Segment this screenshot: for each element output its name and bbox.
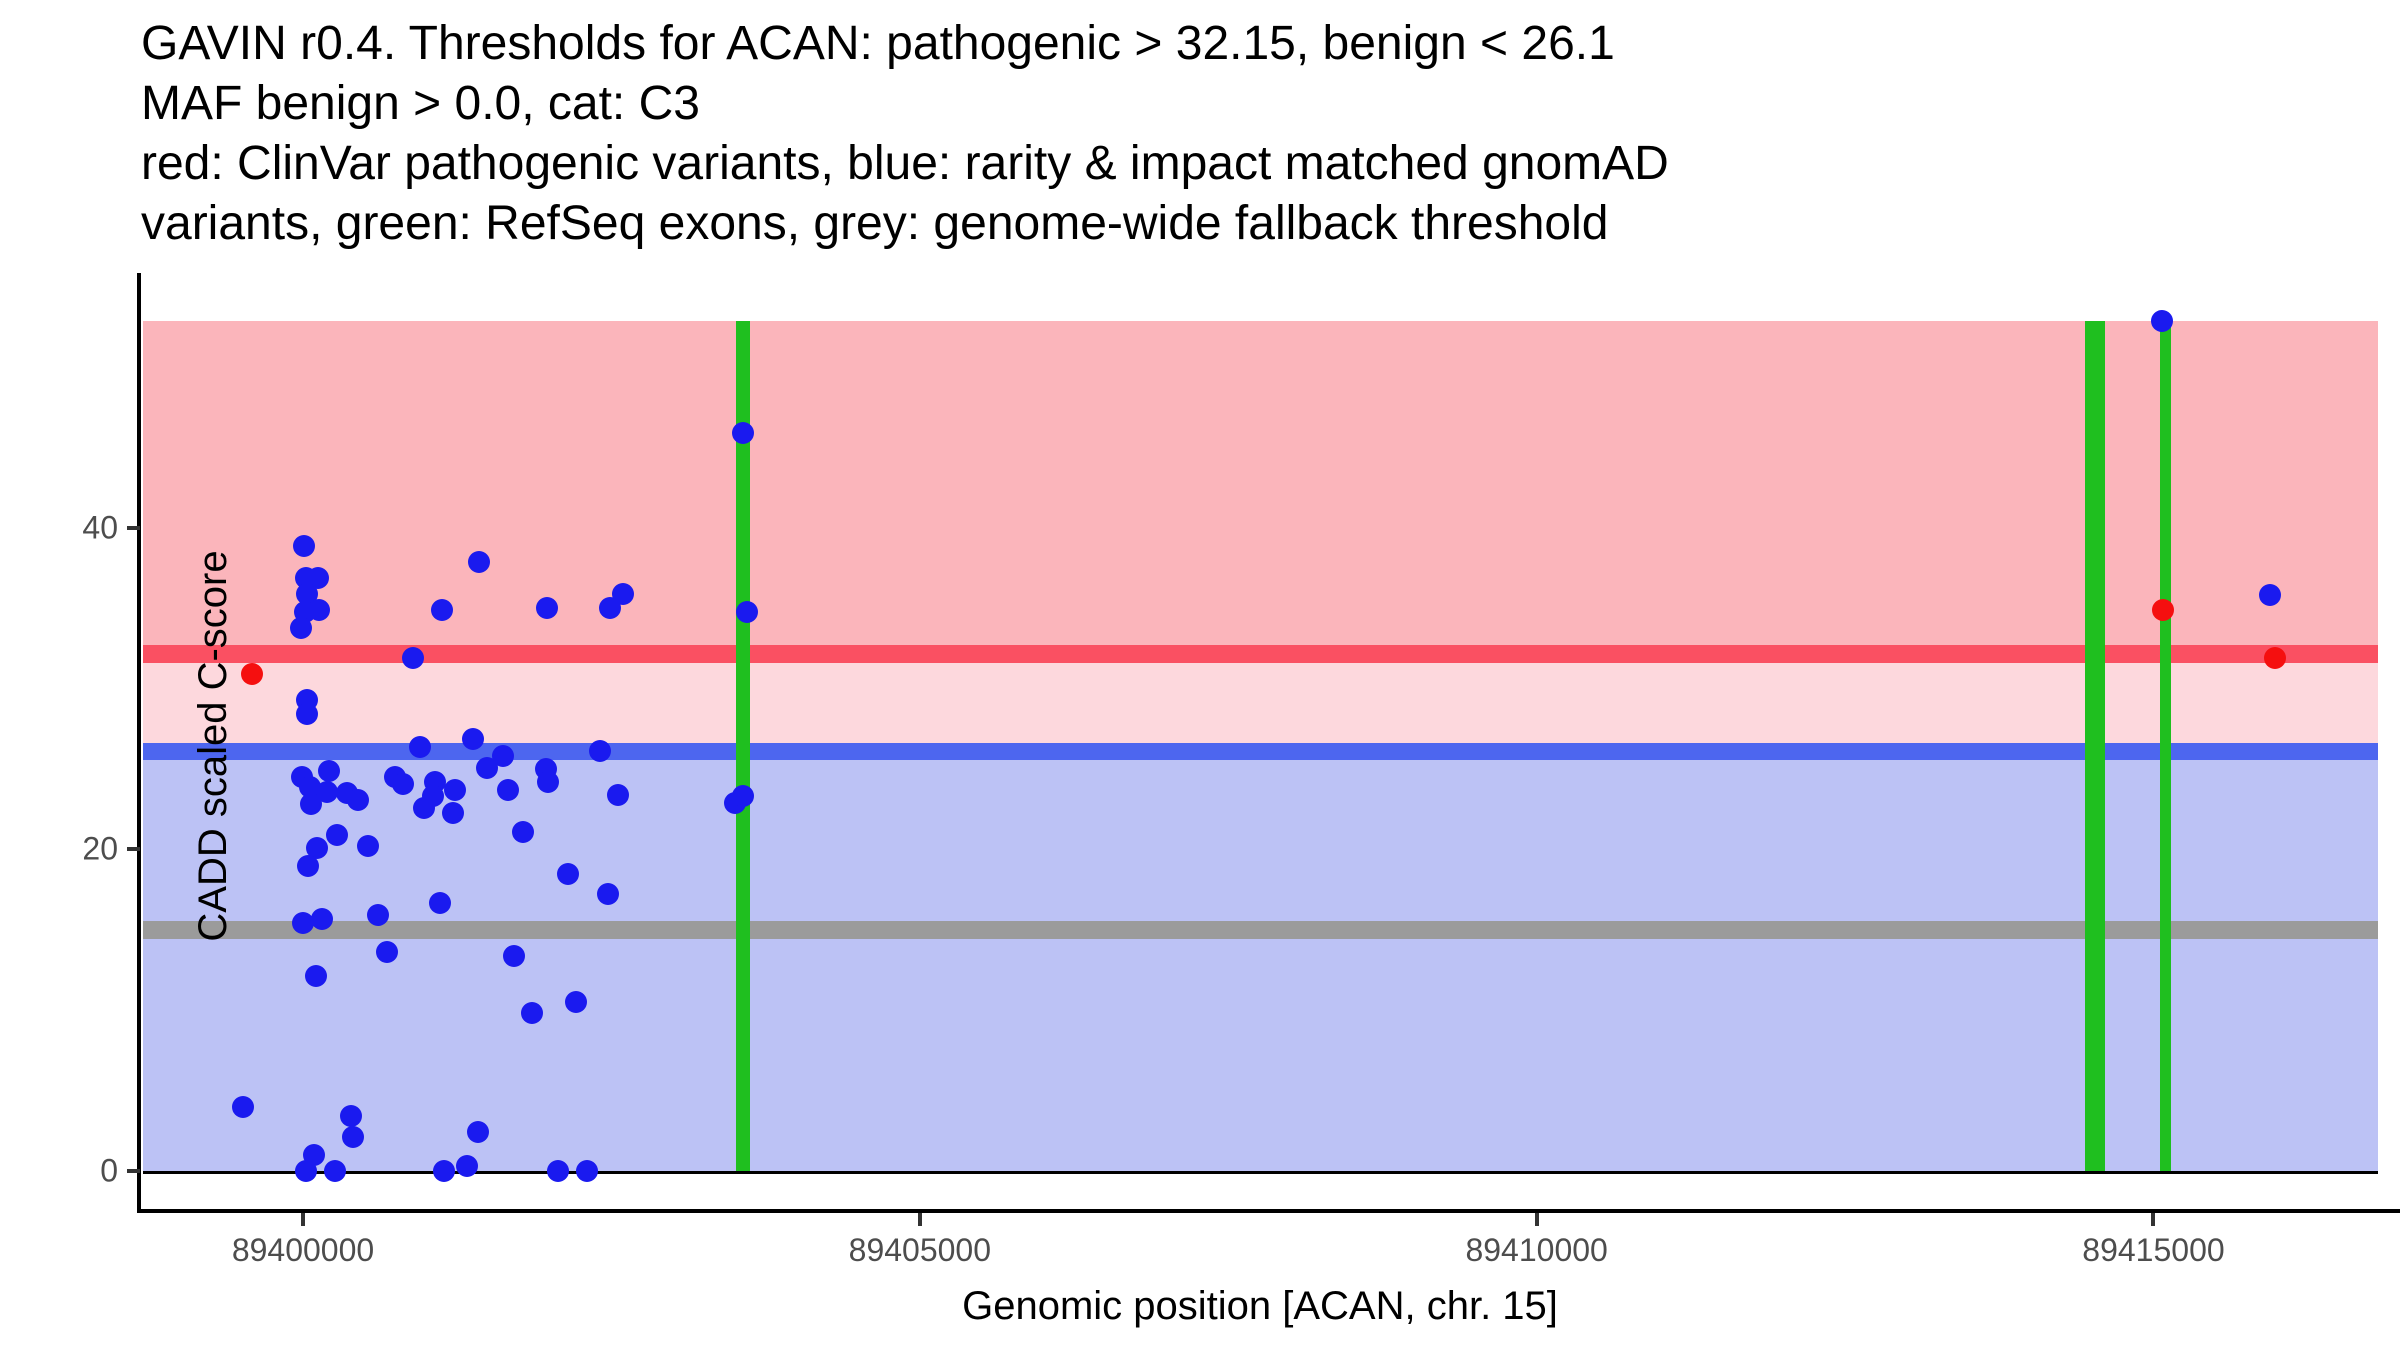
- y-tick-mark: [127, 525, 140, 530]
- gnomad-variant-point: [575, 1160, 598, 1182]
- x-tick-label: 89405000: [848, 1232, 992, 1268]
- gnomad-variant-point: [413, 796, 436, 819]
- exon-line-2: [2084, 320, 2105, 1171]
- benign-region: [143, 751, 2378, 1171]
- gnomad-variant-point: [565, 991, 587, 1014]
- gnomad-variant-point: [598, 597, 621, 620]
- gnomad-variant-point: [311, 907, 333, 930]
- gnomad-variant-point: [295, 582, 318, 605]
- gnomad-variant-point: [536, 597, 559, 620]
- gnomad-variant-point: [2259, 584, 2282, 607]
- x-tick-mark: [917, 1213, 922, 1226]
- gnomad-variant-point: [304, 965, 327, 988]
- gnomad-variant-point: [318, 759, 341, 782]
- y-tick-mark: [127, 1169, 140, 1173]
- y-tick-label: 40: [82, 509, 118, 546]
- gnomad-variant-point: [428, 891, 451, 914]
- gnomad-variant-point: [326, 824, 349, 847]
- gnomad-variant-point: [305, 836, 328, 859]
- gnomad-variant-point: [232, 1095, 255, 1118]
- gnomad-variant-point: [347, 788, 370, 811]
- gnomad-variant-point: [735, 600, 758, 623]
- gnomad-variant-point: [455, 1155, 478, 1178]
- gnomad-variant-point: [292, 912, 314, 935]
- gnomad-variant-point: [391, 772, 414, 795]
- gnomad-variant-point: [442, 801, 465, 824]
- gnomad-variant-point: [546, 1160, 569, 1182]
- gnomad-variant-point: [433, 1160, 455, 1182]
- gnomad-variant-point: [731, 785, 754, 808]
- x-axis-title: Genomic position [ACAN, chr. 15]: [962, 1284, 1558, 1328]
- fallback-threshold-line: [143, 920, 2378, 939]
- clinvar-pathogenic-point: [2152, 598, 2175, 621]
- y-axis-title: CADD scaled C-score: [191, 550, 236, 942]
- gnomad-variant-point: [299, 775, 322, 798]
- pathogenic-threshold-line: [143, 645, 2378, 664]
- gnomad-variant-point: [466, 1121, 489, 1144]
- x-tick-label: 89400000: [231, 1232, 375, 1268]
- gnomad-variant-point: [596, 883, 619, 906]
- pathogenic-region: [143, 320, 2378, 655]
- exon-line-3: [2159, 320, 2171, 1171]
- zero-baseline: [143, 1171, 2378, 1174]
- gnomad-variant-point: [295, 703, 318, 726]
- gnomad-variant-point: [367, 904, 389, 927]
- gnomad-variant-point: [308, 598, 331, 621]
- y-tick-mark: [127, 847, 140, 852]
- gnomad-variant-point: [502, 944, 525, 967]
- gnomad-variant-point: [496, 779, 519, 801]
- gnomad-variant-point: [431, 598, 454, 621]
- gnomad-variant-point: [376, 941, 398, 964]
- x-tick-mark: [2151, 1213, 2156, 1226]
- x-tick-label: 89410000: [1465, 1232, 1608, 1268]
- gnomad-variant-point: [511, 820, 534, 843]
- x-tick-label: 89415000: [2082, 1232, 2225, 1268]
- gnomad-variant-point: [520, 1002, 543, 1025]
- clinvar-pathogenic-point: [2264, 647, 2287, 670]
- gnomad-variant-point: [402, 647, 425, 670]
- x-tick-mark: [1534, 1213, 1539, 1226]
- gnomad-variant-point: [2151, 309, 2174, 332]
- gnomad-variant-point: [462, 727, 484, 750]
- gnomad-variant-point: [731, 422, 754, 445]
- benign-threshold-line: [143, 742, 2378, 760]
- clinvar-pathogenic-point: [241, 663, 264, 686]
- x-tick-mark: [301, 1213, 305, 1226]
- gnomad-variant-point: [292, 534, 315, 557]
- gnomad-variant-point: [307, 566, 330, 589]
- exon-line-1: [735, 320, 750, 1171]
- gnomad-variant-point: [357, 835, 380, 858]
- gnomad-variant-point: [475, 756, 498, 779]
- gnomad-variant-point: [606, 783, 629, 806]
- gnomad-variant-point: [443, 779, 466, 801]
- gnomad-variant-point: [537, 770, 559, 793]
- y-tick-label: 0: [100, 1152, 118, 1189]
- gnomad-variant-point: [294, 1160, 317, 1182]
- gnomad-variant-point: [408, 735, 431, 758]
- gnomad-variant-point: [290, 616, 313, 639]
- gnomad-variant-point: [300, 793, 323, 816]
- y-tick-label: 20: [82, 830, 118, 867]
- plot-title: GAVIN r0.4. Thresholds for ACAN: pathoge…: [141, 17, 1669, 250]
- y-axis-line: [137, 273, 141, 1213]
- gnomad-variant-point: [341, 1126, 364, 1149]
- x-axis-line: [137, 1209, 2400, 1213]
- gnomad-variant-point: [316, 780, 339, 803]
- gnomad-variant-point: [297, 854, 320, 877]
- gnomad-variant-point: [339, 1105, 362, 1128]
- gnomad-variant-point: [491, 745, 514, 768]
- gnomad-variant-point: [588, 740, 611, 763]
- gnomad-variant-point: [467, 550, 490, 573]
- gnomad-variant-point: [556, 862, 579, 885]
- gnomad-variant-point: [323, 1160, 346, 1182]
- intermediate-region: [143, 654, 2378, 752]
